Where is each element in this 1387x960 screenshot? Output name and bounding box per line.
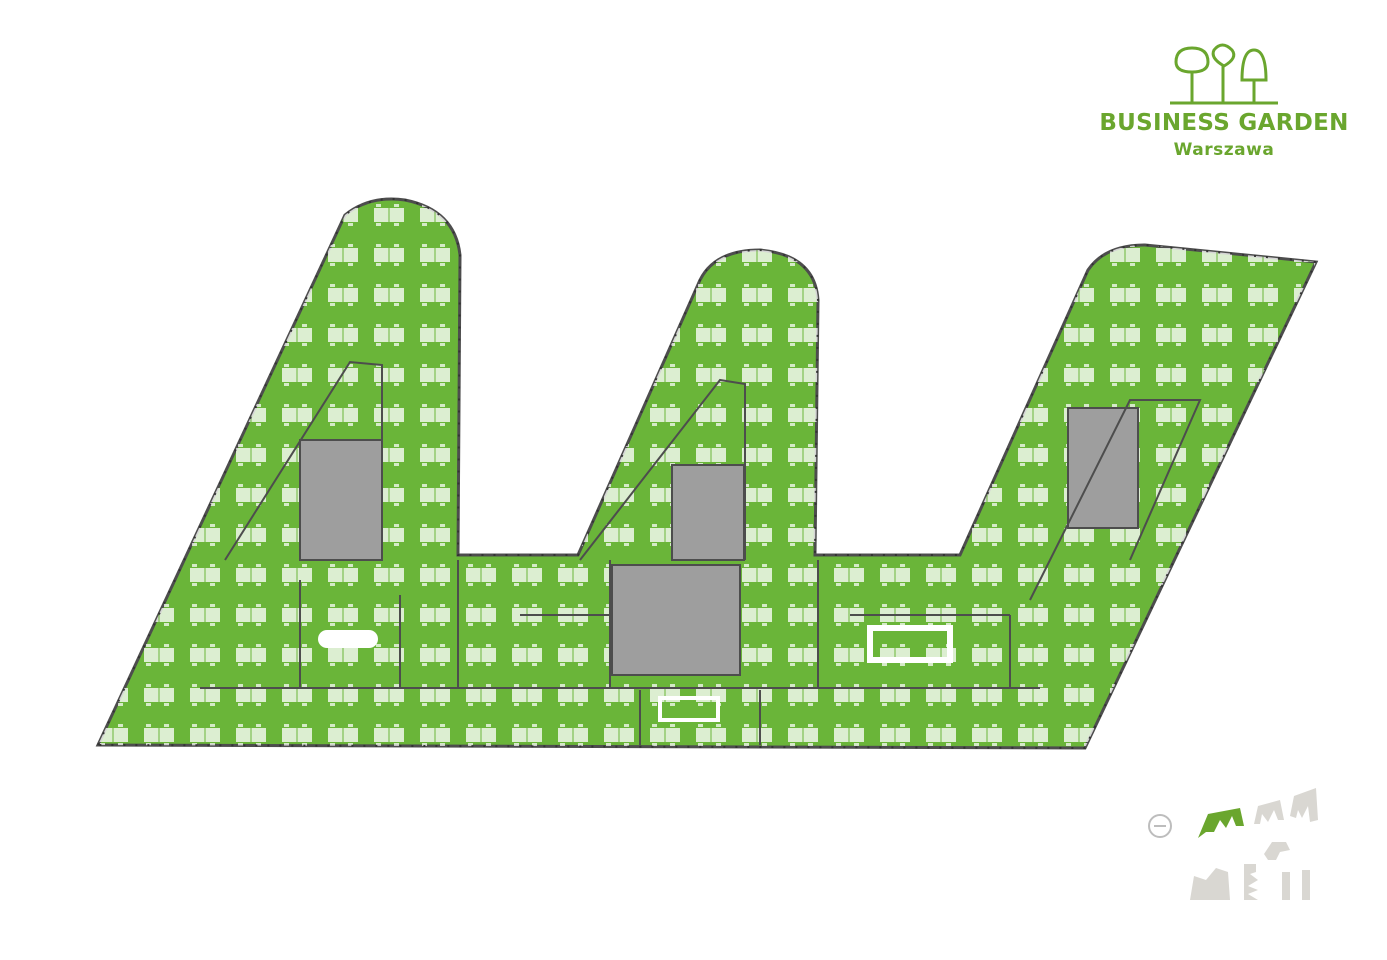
key-plan-building-6	[1264, 842, 1290, 860]
key-plan-building-7	[1282, 872, 1290, 900]
trees-logo-icon	[1170, 43, 1278, 105]
core-central	[611, 564, 741, 676]
north-arrow-icon	[1148, 814, 1172, 838]
inner-wall-west	[224, 360, 383, 561]
brand-city: Warszawa	[1173, 140, 1275, 160]
key-plan-building-5	[1244, 864, 1258, 900]
core-west	[299, 439, 383, 561]
key-plan-building-8	[1302, 870, 1310, 900]
core-east	[1067, 407, 1139, 529]
brand-name: BUSINESS GARDEN	[1099, 110, 1349, 136]
partitions	[200, 560, 1040, 745]
facade	[96, 198, 1318, 750]
meeting-table-east	[867, 625, 953, 663]
inner-wall-east	[1029, 399, 1202, 601]
inner-wall-central	[579, 378, 746, 561]
reception-desk	[658, 696, 720, 722]
key-plan-building-2	[1254, 800, 1284, 824]
core-central-upper	[671, 464, 745, 561]
key-plan	[1148, 788, 1318, 900]
key-plan-building-4	[1190, 868, 1230, 900]
key-plan-building-3	[1290, 788, 1318, 822]
brand-logo: BUSINESS GARDEN Warszawa	[1096, 40, 1352, 164]
meeting-table-west	[318, 630, 378, 648]
key-plan-current-building	[1198, 808, 1244, 838]
